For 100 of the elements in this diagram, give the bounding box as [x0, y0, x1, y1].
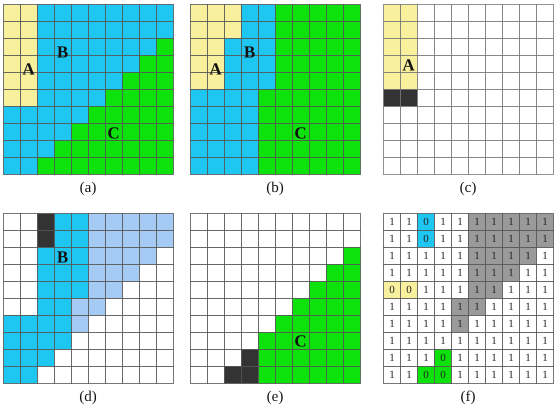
cell-value: 1	[474, 234, 480, 244]
region-label: A	[402, 56, 415, 74]
cell-value: 1	[440, 302, 446, 312]
cell-value: 1	[406, 336, 412, 346]
cell-value: 1	[491, 318, 497, 330]
cell-value: 1	[525, 234, 531, 244]
cell-value: 1	[542, 336, 548, 346]
cell-value: 1	[406, 250, 412, 262]
cell-value: 1	[508, 250, 514, 262]
cell-value: 1	[525, 268, 531, 278]
cell-value: 1	[440, 284, 446, 296]
region-label: C	[294, 332, 307, 349]
cell-value: 1	[474, 370, 480, 380]
cell-value: 1	[457, 216, 463, 228]
cell-value: 1	[542, 216, 548, 228]
cell-value: 1	[457, 268, 463, 278]
cell-value: 1	[542, 352, 548, 364]
panel-caption: (c)	[460, 181, 476, 196]
cell-value: 1	[389, 336, 395, 346]
cell-value: 1	[406, 370, 412, 380]
cell-value: 1	[525, 318, 531, 330]
cell-value: 0	[440, 370, 446, 380]
cell-value: 1	[474, 268, 480, 278]
cell-value: 1	[457, 352, 463, 364]
cell-value: 1	[406, 268, 412, 278]
cell-value: 1	[542, 318, 548, 330]
cell-value: 1	[508, 268, 514, 278]
cell-value: 0	[440, 352, 446, 364]
cell-value: 1	[525, 336, 531, 346]
cell-value: 1	[508, 234, 514, 244]
cell-value: 0	[423, 234, 429, 244]
cell-value: 1	[440, 234, 446, 244]
cell-value: 1	[525, 250, 531, 262]
cell-value: 1	[440, 250, 446, 262]
cell-value: 1	[508, 370, 514, 380]
cell-value: 1	[406, 216, 412, 228]
cell-value: 1	[474, 302, 480, 312]
cell-value: 1	[525, 284, 531, 296]
cell-value: 1	[389, 318, 395, 330]
cell-value: 1	[406, 234, 412, 244]
cell-value: 1	[440, 336, 446, 346]
cell-value: 1	[542, 250, 548, 262]
cell-value: 1	[423, 302, 429, 312]
panel-caption: (e)	[266, 390, 284, 405]
cell-value: 1	[474, 284, 480, 296]
cell-value: 1	[389, 234, 395, 244]
cell-value: 1	[406, 352, 412, 364]
cell-value: 1	[491, 370, 497, 380]
cell-value: 1	[423, 336, 429, 346]
cell-value: 1	[423, 318, 429, 330]
panel-caption: (a)	[80, 181, 96, 196]
cell-value: 1	[423, 268, 429, 278]
cell-value: 1	[474, 336, 480, 346]
cell-value: 1	[491, 216, 497, 228]
cell-value: 1	[440, 216, 446, 228]
cell-value: 1	[508, 318, 514, 330]
cell-value: 1	[508, 216, 514, 228]
panel-caption: (b)	[266, 181, 284, 196]
cell-value: 1	[525, 370, 531, 380]
cell-value: 1	[389, 352, 395, 364]
cell-value: 1	[389, 268, 395, 278]
cell-value: 1	[423, 284, 429, 296]
cell-value: 1	[474, 318, 480, 330]
cell-value: 0	[423, 370, 429, 380]
cell-value: 1	[491, 284, 497, 296]
cell-value: 1	[508, 302, 514, 312]
cell-value: 1	[491, 302, 497, 312]
cell-value: 1	[457, 284, 463, 296]
cell-value: 1	[508, 336, 514, 346]
cell-value: 1	[474, 250, 480, 262]
cell-value: 1	[423, 250, 429, 262]
cell-value: 1	[491, 268, 497, 278]
cell-value: 1	[406, 318, 412, 330]
region-label: B	[56, 248, 68, 266]
cell-value: 1	[457, 318, 463, 330]
cell-value: 1	[542, 370, 548, 380]
cell-value: 1	[457, 302, 463, 312]
region-label: C	[294, 124, 307, 142]
region-label: C	[107, 124, 120, 142]
cell-value: 1	[457, 234, 463, 244]
cell-value: 1	[474, 216, 480, 228]
cell-value: 1	[389, 370, 395, 380]
cell-value: 1	[457, 250, 463, 262]
cell-value: 1	[457, 370, 463, 380]
cell-value: 1	[491, 352, 497, 364]
cell-value: 1	[474, 352, 480, 364]
cell-value: 1	[542, 234, 548, 244]
cell-value: 0	[389, 284, 395, 296]
cell-value: 1	[423, 352, 429, 364]
cell-value: 1	[542, 302, 548, 312]
cell-value: 1	[406, 302, 412, 312]
cell-value: 1	[457, 336, 463, 346]
cell-value: 1	[389, 216, 395, 228]
cell-value: 1	[525, 352, 531, 364]
cell-value: 1	[389, 302, 395, 312]
cell-value: 1	[525, 302, 531, 312]
cell-value: 1	[491, 336, 497, 346]
cell-value: 0	[406, 284, 412, 296]
panel-caption: (f)	[460, 390, 476, 405]
cell-value: 1	[542, 268, 548, 278]
